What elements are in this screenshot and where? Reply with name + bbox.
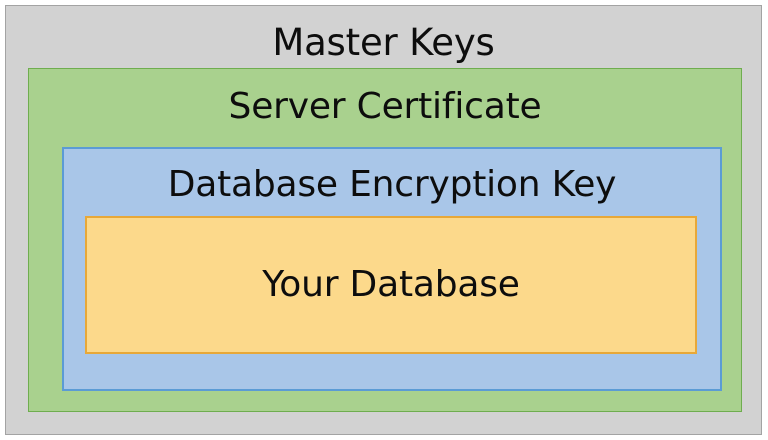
- layer-your-database-label: Your Database: [262, 264, 520, 305]
- layer-server-certificate: Server Certificate Database Encryption K…: [28, 68, 742, 412]
- layer-master-keys-label: Master Keys: [272, 21, 495, 64]
- layer-database-encryption-key-label: Database Encryption Key: [167, 164, 617, 205]
- layer-master-keys: Master Keys Server Certificate Database …: [5, 5, 762, 435]
- layer-server-certificate-label: Server Certificate: [228, 86, 542, 127]
- layer-database-encryption-key: Database Encryption Key Your Database: [62, 147, 722, 391]
- layer-your-database: Your Database: [85, 216, 697, 354]
